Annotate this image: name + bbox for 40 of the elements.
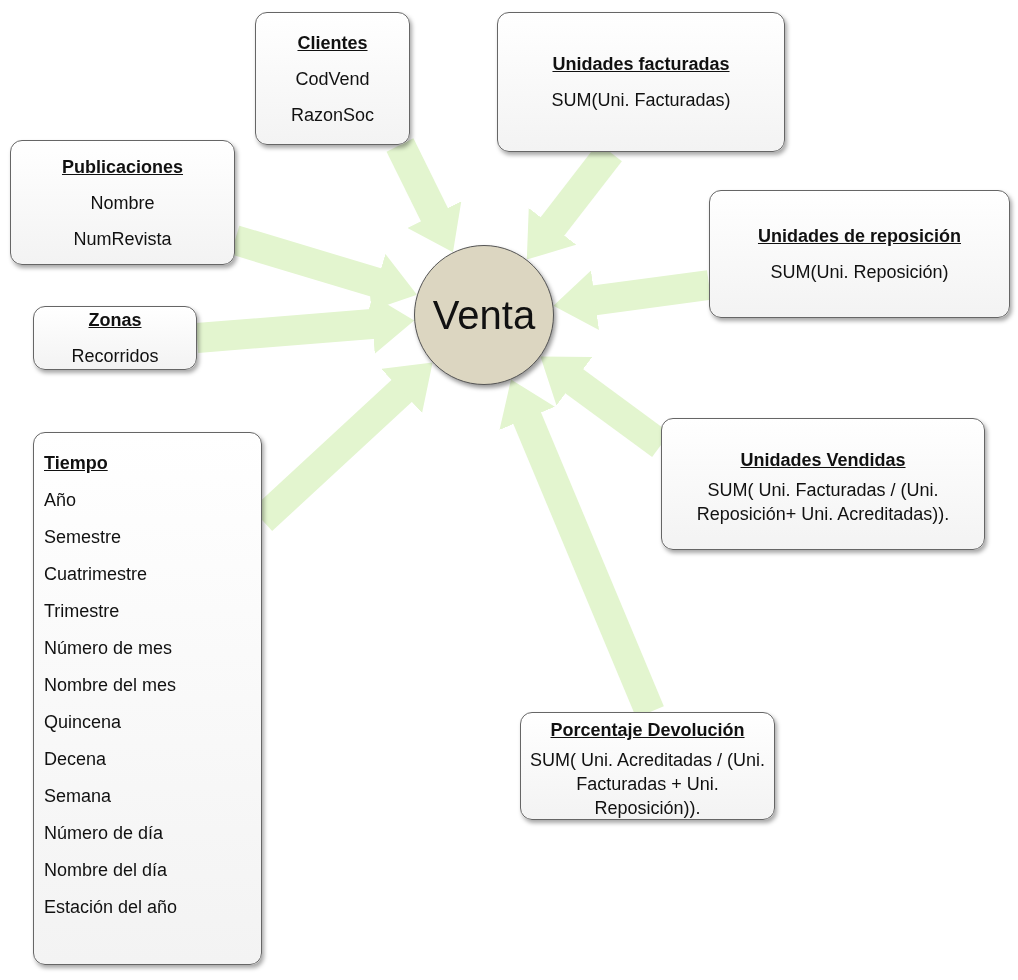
entity-heading: Unidades de reposición [757,225,961,248]
attribute-text: Nombre del mes [44,674,177,697]
attribute-text: SUM( Uni. Facturadas / (Uni. Reposición+ Uni. Acreditadas)). [695,479,951,526]
dimension-box [33,432,262,965]
entity-heading: Unidades Vendidas [740,449,906,472]
attribute-text: Número de mes [44,637,173,660]
attribute-text: SUM(Uni. Reposición) [770,261,949,284]
attribute-text: SUM(Uni. Facturadas) [551,89,731,112]
attribute-text: Quincena [44,711,122,734]
dimension-box [497,12,785,152]
dimension-box [10,140,235,265]
attribute-text: Trimestre [44,600,120,623]
dimension-box [520,712,775,820]
attribute-text: Nombre del día [44,859,168,882]
circle-label: Venta [432,292,536,338]
dimension-box [709,190,1010,318]
attribute-text: Año [44,489,77,512]
entity-heading: Zonas [88,309,142,332]
dimension-box [661,418,985,550]
attribute-text: CodVend [295,67,370,91]
attribute-text: Recorridos [71,345,159,368]
attribute-text: Decena [44,748,107,771]
dimension-box [33,306,197,370]
attribute-text: RazonSoc [290,103,375,127]
attribute-text: SUM( Uni. Acreditadas / (Uni. Facturadas + Uni. Reposición)). [529,749,766,820]
attribute-text: Cuatrimestre [44,563,148,586]
entity-heading: Tiempo [44,452,108,475]
attribute-text: Semana [44,785,112,808]
attribute-text: Semestre [44,526,122,549]
entity-heading: Clientes [297,31,368,55]
entity-heading: Unidades facturadas [552,53,730,76]
block-arrow [551,270,711,330]
block-arrow [195,294,416,354]
attribute-text: Número de día [44,822,164,845]
attribute-text: Nombre [90,191,155,215]
entity-heading: Publicaciones [61,155,183,179]
dimension-box [255,12,410,145]
attribute-text: NumRevista [73,227,172,251]
entity-heading: Porcentaje Devolución [550,719,745,742]
attribute-text: Estación del año [44,896,178,919]
